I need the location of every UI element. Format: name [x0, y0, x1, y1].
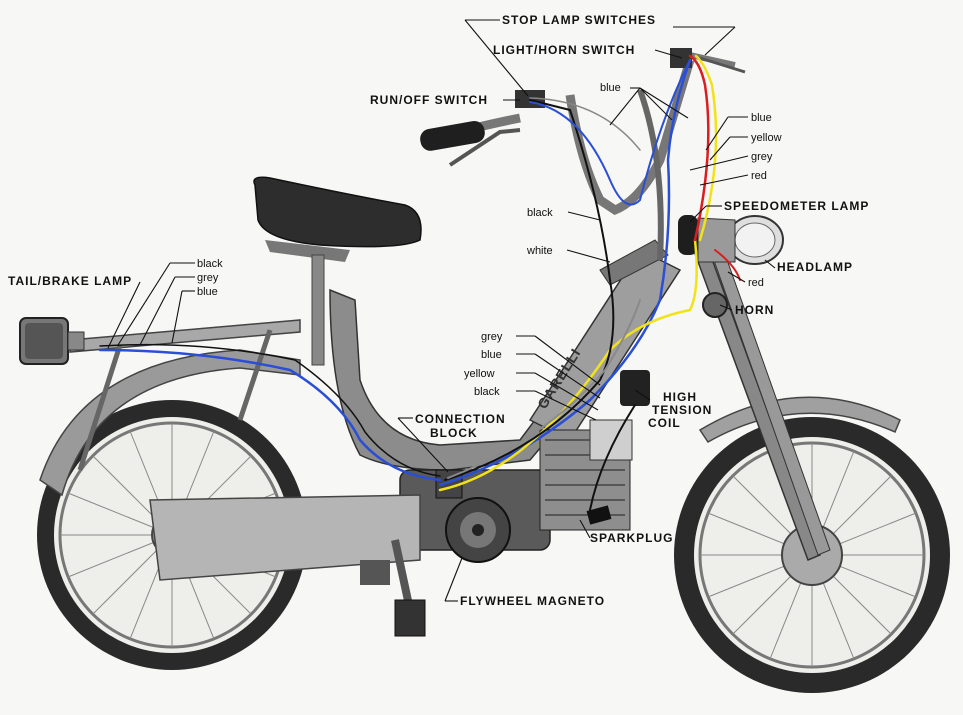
label-wire-yellow-right: yellow — [751, 132, 782, 144]
label-wire-red-right: red — [751, 170, 767, 182]
label-connection-block-line2: BLOCK — [430, 426, 478, 440]
luggage-rack — [69, 319, 301, 471]
high-tension-coil — [620, 370, 650, 406]
label-high-tension-coil-line2: TENSION — [652, 403, 712, 417]
label-flywheel-magneto: FLYWHEEL MAGNETO — [460, 594, 605, 608]
label-speedometer-lamp: SPEEDOMETER LAMP — [724, 199, 869, 213]
label-wire-black-tail: black — [197, 258, 223, 270]
label-wire-black-mid: black — [527, 207, 553, 219]
label-wire-white-mid: white — [526, 245, 553, 257]
label-stop-lamp-switches: STOP LAMP SWITCHES — [502, 13, 656, 27]
leader-lines — [107, 19, 776, 602]
pedal — [391, 539, 426, 637]
label-light-horn-switch: LIGHT/HORN SWITCH — [493, 43, 635, 57]
headlamp — [678, 215, 784, 265]
label-sparkplug: SPARKPLUG — [590, 531, 673, 545]
label-wire-blue-top: blue — [600, 82, 621, 94]
label-high-tension-coil-line3: COIL — [648, 416, 681, 430]
label-tail-brake-lamp: TAIL/BRAKE LAMP — [8, 274, 132, 288]
label-run-off-switch: RUN/OFF SWITCH — [370, 93, 488, 107]
label-connection-block-line1: CONNECTION — [415, 412, 506, 426]
label-wire-blue-tail: blue — [197, 286, 218, 298]
labels: STOP LAMP SWITCHES LIGHT/HORN SWITCH RUN… — [8, 13, 869, 608]
label-wire-blue-block: blue — [481, 349, 502, 361]
label-wire-black-block: black — [474, 386, 500, 398]
label-wire-grey-block: grey — [481, 331, 503, 343]
label-wire-grey-tail: grey — [197, 272, 219, 284]
label-headlamp: HEADLAMP — [777, 260, 853, 274]
tail-brake-lamp — [19, 317, 85, 365]
label-high-tension-coil-line1: HIGH — [663, 390, 697, 404]
horn — [702, 292, 728, 318]
label-wire-grey-right: grey — [751, 151, 773, 163]
label-wire-yellow-block: yellow — [464, 368, 495, 380]
spark-plug-cap — [586, 505, 612, 525]
seat — [253, 176, 422, 366]
engine — [149, 419, 633, 585]
label-wire-blue-right: blue — [751, 112, 772, 124]
label-wire-red-headlamp: red — [748, 277, 764, 289]
label-horn: HORN — [735, 303, 774, 317]
